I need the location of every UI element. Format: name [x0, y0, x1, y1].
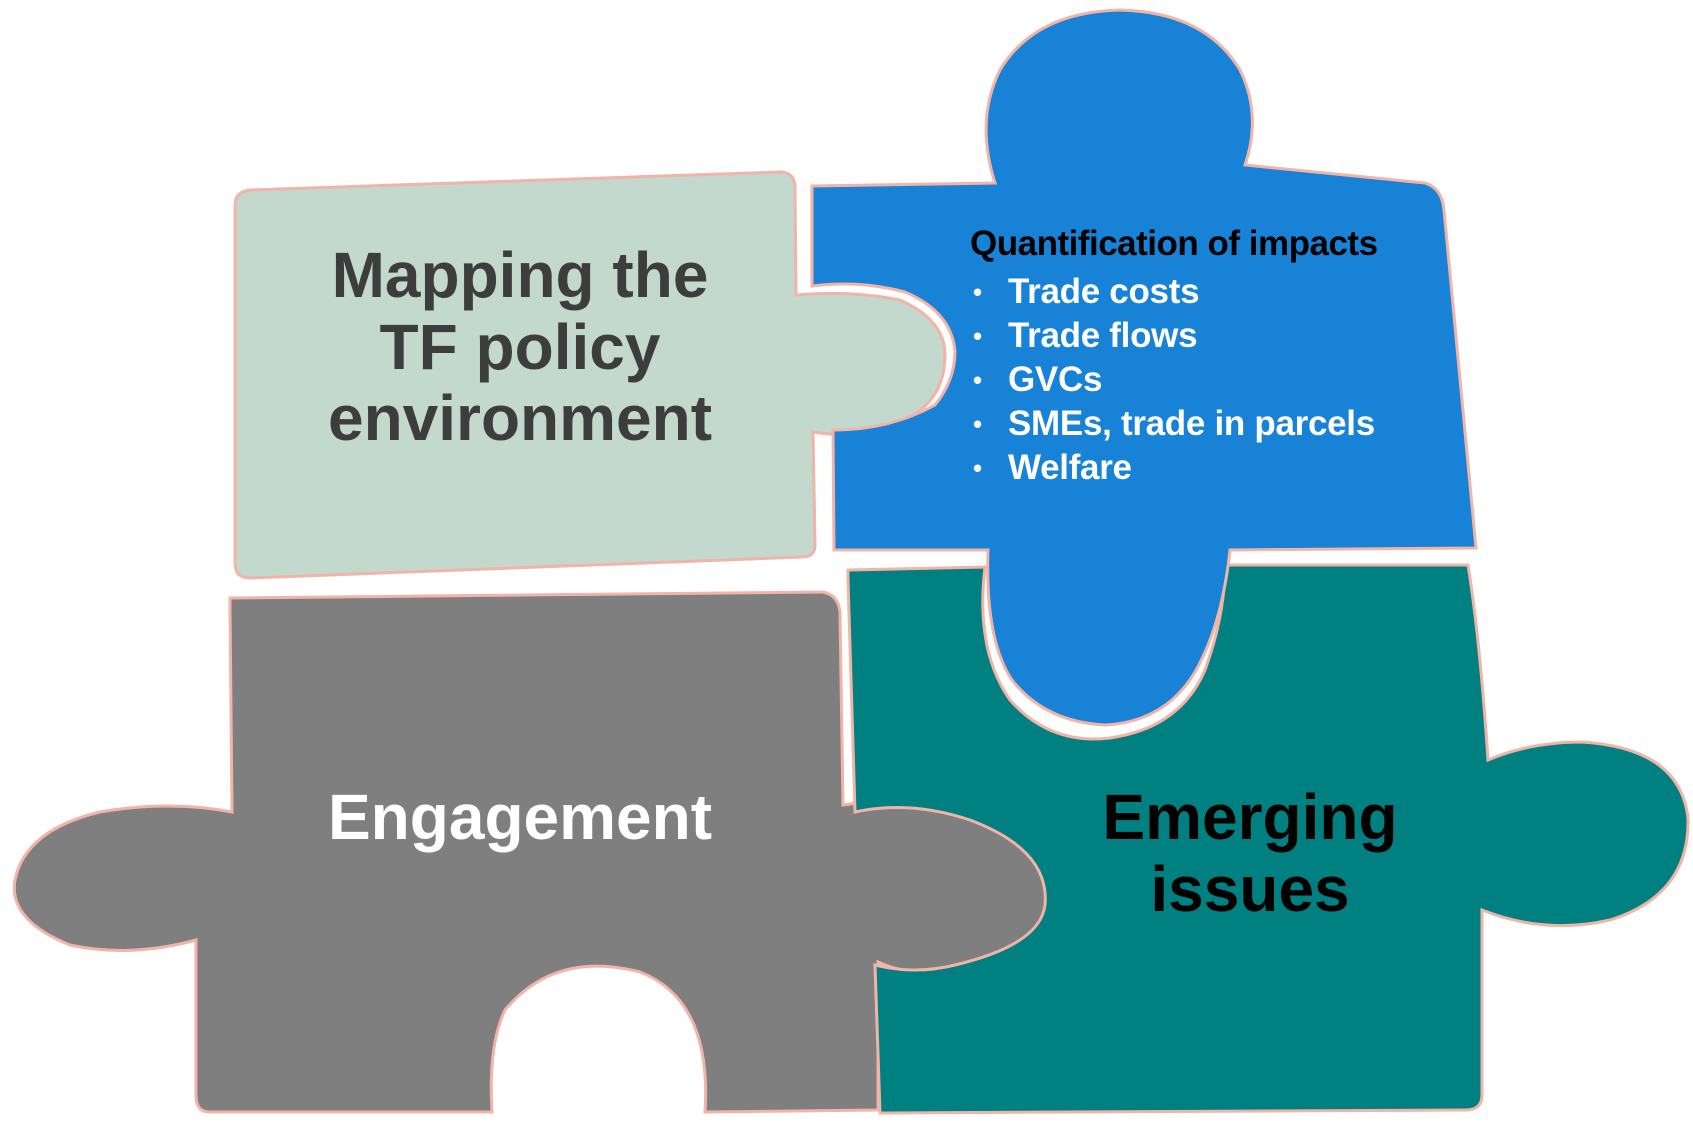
emerging-label-line: Emerging	[1102, 781, 1398, 853]
bullet-icon: •	[973, 453, 982, 483]
list-item-text: Trade flows	[1008, 316, 1198, 355]
quantification-piece	[810, 8, 1478, 727]
bullet-icon: •	[973, 365, 982, 395]
engagement-label-line: Engagement	[327, 781, 713, 853]
emerging-label: Emerging issues	[1030, 781, 1470, 925]
list-item-text: Welfare	[1008, 448, 1132, 487]
list-item-text: Trade costs	[1008, 272, 1200, 311]
emerging-label-line: issues	[1150, 852, 1350, 925]
bullet-icon: •	[973, 409, 982, 439]
quantification-list: • Trade costs • Trade flows • GVCs • SMEs, t…	[970, 270, 1440, 490]
bullet-icon: •	[973, 321, 982, 351]
list-item: • Welfare	[970, 446, 1440, 490]
bullet-icon: •	[973, 277, 982, 307]
emerging-piece	[846, 563, 1690, 1115]
list-item: • Trade flows	[970, 314, 1440, 358]
mapping-label-line: environment	[327, 382, 713, 455]
quantification-block: Quantification of impacts • Trade costs •…	[970, 224, 1440, 490]
mapping-label-line: TF policy	[379, 310, 661, 383]
mapping-label-line: Mapping the	[331, 239, 709, 311]
list-item: • SMEs, trade in parcels	[970, 402, 1440, 446]
list-item-text: GVCs	[1008, 360, 1103, 399]
list-item-text: SMEs, trade in parcels	[1008, 404, 1375, 443]
list-item: • Trade costs	[970, 270, 1440, 314]
engagement-label: Engagement	[285, 781, 755, 854]
quantification-title: Quantification of impacts	[970, 224, 1378, 263]
list-item: • GVCs	[970, 358, 1440, 402]
mapping-label: Mapping the TF policy environment	[285, 239, 755, 455]
